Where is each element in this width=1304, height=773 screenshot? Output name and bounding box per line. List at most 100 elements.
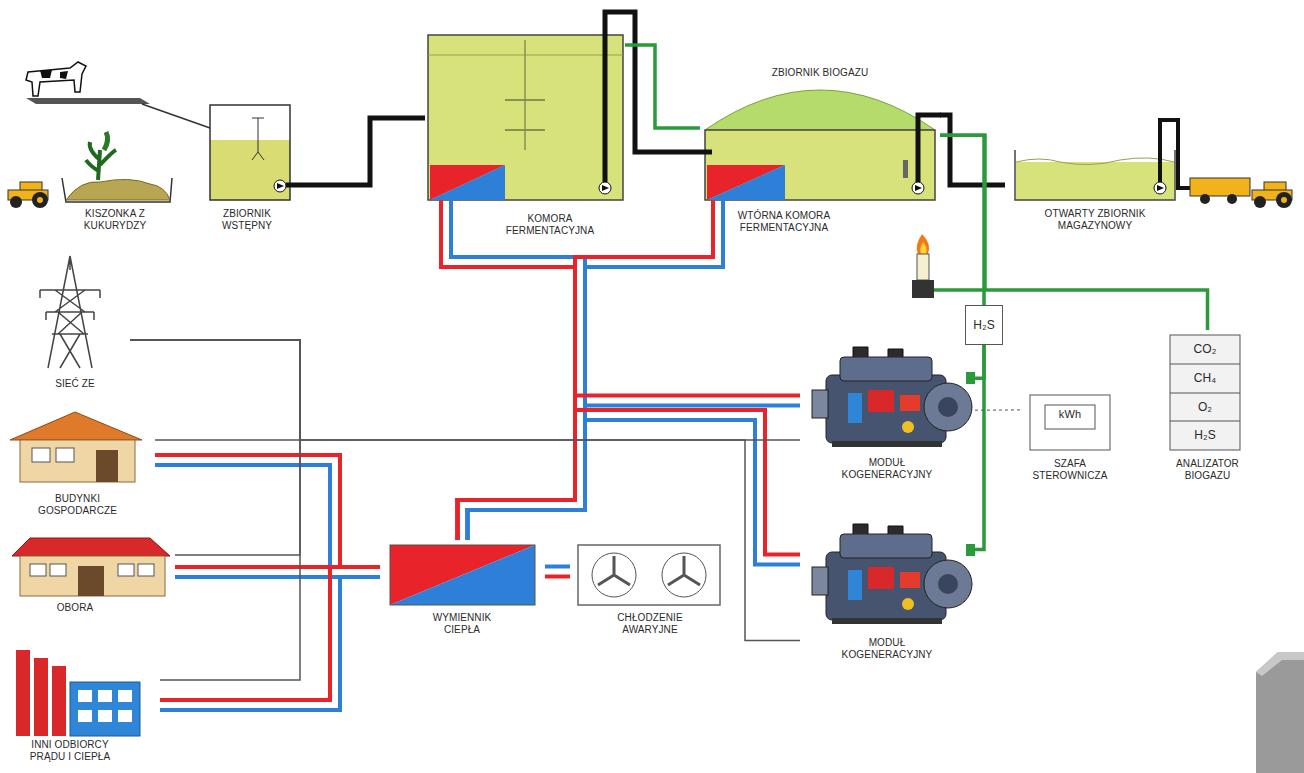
emergency-cooler [578,545,720,605]
gas-pipe [940,135,1208,330]
pipe-line [295,118,425,185]
barn-node: OBORA [10,530,175,620]
grid-node: SIEĆ ZE [20,250,130,400]
node-label: OTWARTY ZBIORNIK MAGAZYNOWY [1035,208,1155,232]
node-label: SIEĆ ZE [20,378,130,390]
node-label: O₂ [1170,400,1240,414]
node-label: CHŁODZENIE AWARYJNE [608,612,692,636]
node-label: H₂S [1170,428,1240,442]
pipe-line [468,245,724,540]
storage-tank [1015,120,1250,204]
secondary-digester-node: ZBIORNIK BIOGAZU WTÓRNA KOMORA FERMENTACY… [700,65,940,245]
gas-pipe [625,45,700,128]
chp-engine [812,524,972,624]
chp-node: MODUŁ KOGENERACYJNY [800,510,975,675]
node-label: CH₄ [1170,371,1240,385]
pipe-line [545,565,570,569]
gas-inlet [966,544,975,556]
pipe-line [545,575,570,579]
farm-building [10,412,142,482]
pipe-line [940,115,1005,185]
digester-tank [428,30,623,246]
building-node: BUDYNKI GOSPODARCZE [10,405,155,520]
heat-pipe-pair [458,410,801,565]
pipe-line [458,410,801,555]
node-label: H₂S [966,318,1002,332]
gas-inlet [966,372,975,384]
analyzer-node: CO₂CH₄O₂H₂SANALIZATOR BIOGAZU [1150,330,1265,495]
silage-node: KISZONKA Z KUKURYDZY [55,140,175,240]
chp-engine [812,347,972,447]
pipe-line [130,340,300,440]
pipe-line [155,455,380,567]
pipe-line [468,406,801,540]
pipe-line [940,135,984,305]
desulfurizer-box: H₂S [965,305,1003,345]
pre-tank [210,105,295,200]
node-label: INNI ODBIORCY PRĄDU I CIEPŁA [18,739,122,763]
cow-icon [26,62,210,128]
control-cabinet [1030,395,1110,450]
heat-pipe-pair [545,567,570,577]
node-label: MODUŁ KOGENERACYJNY [835,637,939,661]
cooler-node: CHŁODZENIE AWARYJNE [570,540,730,645]
node-label: CO₂ [1170,342,1240,356]
chp-node: MODUŁ KOGENERACYJNY [800,335,975,495]
pipe-line [625,45,700,128]
storage-tank-node: OTWARTY ZBIORNIK MAGAZYNOWY [1005,140,1185,240]
node-label: kWh [1045,408,1095,421]
pipe-line [975,345,984,550]
pipe-line [940,135,1208,330]
exchanger-node: WYMIENNIK CIEPŁA [380,540,545,645]
substrate-pipe [295,118,425,185]
node-label: KOMORA FERMENTACYJNA [495,213,605,237]
power-line [130,340,300,680]
pipe-line [130,340,800,640]
cabinet-node: kWhSZAFA STEROWNICZA [1020,390,1120,495]
heat-pipe-pair [458,245,724,540]
gas-analyzer [1170,335,1240,450]
heat-pipe-pair [160,567,380,710]
heat-exchanger [390,545,535,605]
node-label: WTÓRNA KOMORA FERMENTACYJNA [728,210,840,234]
node-label: BUDYNKI GOSPODARCZE [30,493,125,517]
node-label: SZAFA STEROWNICZA [1020,458,1120,482]
node-label: MODUŁ KOGENERACYJNY [835,457,939,481]
gas-pipe [975,345,984,550]
consumer-node: INNI ODBIORCY PRĄDU I CIEPŁA [10,632,160,766]
tractor-icon [8,182,48,208]
node-label: ZBIORNIK BIOGAZU [750,67,890,79]
node-label: ZBIORNIK WSTĘPNY [212,208,282,232]
heat-pipe-pair [441,245,585,540]
pipe-line [458,396,801,540]
substrate-pipe [940,115,1005,185]
factory [16,650,140,736]
gas-flare [912,234,985,298]
gas-pipe [940,135,984,305]
secondary-digester [700,90,941,246]
tractor-icon [1252,182,1292,208]
pipe-line [130,340,300,555]
pipe-line [155,465,380,577]
node-label: KISZONKA Z KUKURYDZY [75,208,155,232]
pipe-line [441,245,575,540]
pipe-line [975,409,1020,410]
pipe-line [605,12,700,152]
power-line [130,340,800,640]
heat-pipe-pair [458,396,801,540]
silage-pile [62,132,172,202]
pipe-line [130,340,300,680]
substrate-pipe [605,12,700,152]
heat-pipe-pair [155,455,380,577]
node-label: WYMIENNIK CIEPŁA [420,612,504,636]
pipe-line [160,577,380,710]
power-line [130,340,800,440]
signal-line [975,409,1020,410]
power-line [130,340,300,555]
digester-node: KOMORA FERMENTACYJNA [425,30,625,245]
power-pylon [40,256,100,368]
pipe-line [468,420,801,565]
